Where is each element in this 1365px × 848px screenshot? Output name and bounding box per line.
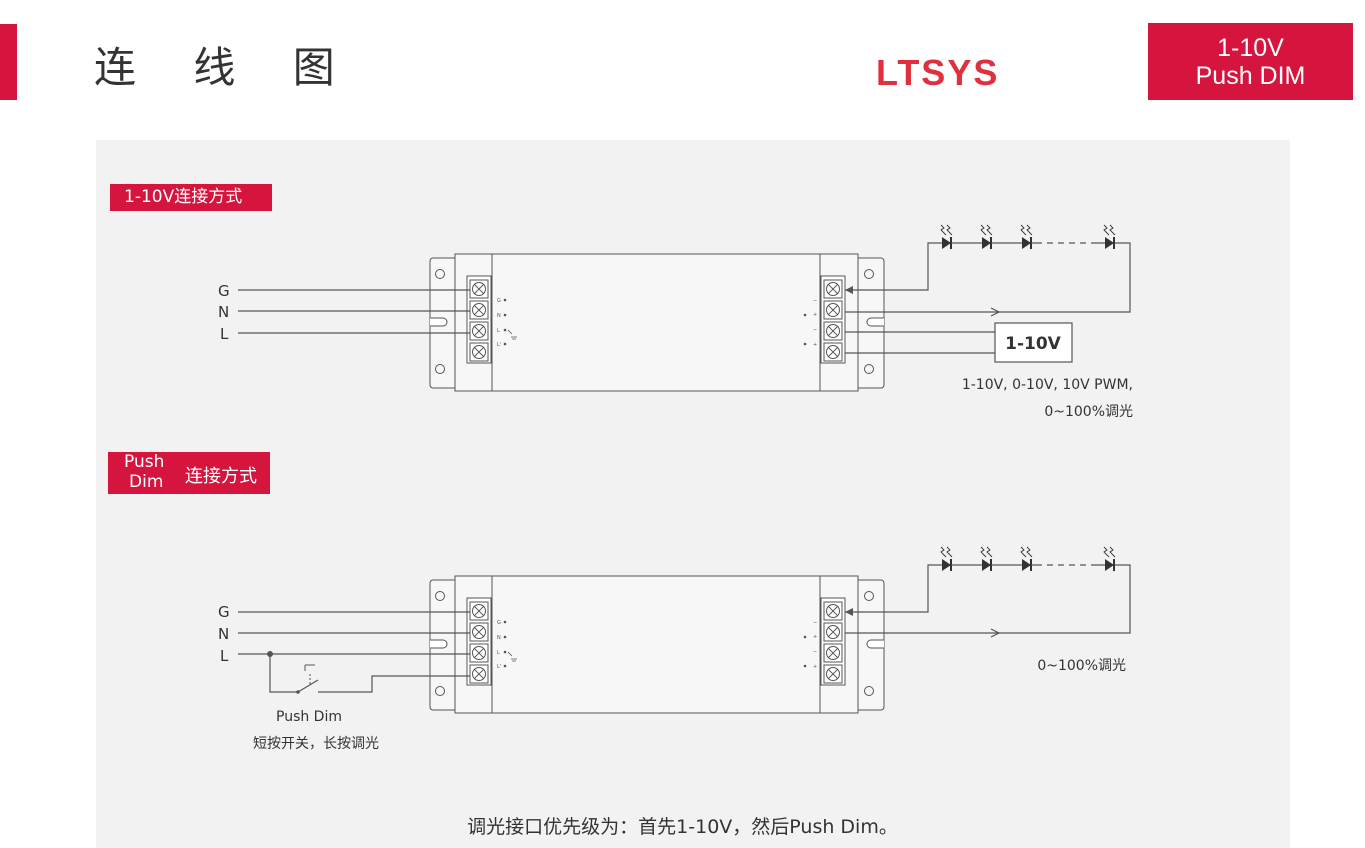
svg-text:L': L' <box>497 664 501 670</box>
output-wires-2 <box>845 563 1131 638</box>
dimming-note-1: 1-10V, 0-10V, 10V PWM, <box>962 377 1133 393</box>
label-n-1: N <box>218 303 229 321</box>
led-icon <box>1020 224 1033 250</box>
svg-text:N: N <box>497 635 501 641</box>
section-2-tag-line-3: 连接方式 <box>185 466 257 487</box>
switch-label-2: 短按开关，长按调光 <box>253 736 379 752</box>
driver-2: G N L L' − + − + <box>429 575 885 714</box>
section-2-tag: Push Dim 连接方式 <box>108 452 270 494</box>
brand-logo: LTSYS <box>876 52 1000 93</box>
svg-text:+: + <box>813 634 817 640</box>
badge-line-2: Push DIM <box>1195 61 1306 90</box>
section-2-tag-line-2: Dim <box>129 472 164 492</box>
svg-text:G: G <box>497 620 501 626</box>
svg-text:N: N <box>497 313 501 319</box>
header-badge: 1-10V Push DIM <box>1148 23 1353 100</box>
svg-text:−: − <box>813 620 817 626</box>
badge-line-1: 1-10V <box>1217 33 1284 62</box>
section-2-tag-line-1: Push <box>124 452 165 472</box>
section-1-tag: 1-10V连接方式 <box>110 184 272 211</box>
led-icon <box>1020 546 1033 572</box>
led-icon <box>980 224 993 250</box>
dimmer-box <box>994 322 1073 363</box>
svg-text:+: + <box>813 312 817 318</box>
svg-text:−: − <box>813 298 817 304</box>
svg-text:+: + <box>813 342 817 348</box>
dimmer-label: 1-10V <box>1005 334 1062 354</box>
dimming-note-3: 0~100%调光 <box>1037 658 1126 674</box>
footer-note: 调光接口优先级为：首先1-10V，然后Push Dim。 <box>467 816 898 838</box>
svg-text:−: − <box>813 649 817 655</box>
svg-text:−: − <box>813 327 817 333</box>
label-l-2: L <box>220 647 229 665</box>
led-icon <box>1103 224 1116 250</box>
svg-text:+: + <box>813 664 817 670</box>
led-icon <box>940 224 953 250</box>
svg-text:G: G <box>497 298 501 304</box>
driver-1: G N L L' − + − + <box>429 253 885 392</box>
led-icon <box>940 546 953 572</box>
label-g-2: G <box>218 603 230 621</box>
accent-bar <box>0 24 17 100</box>
led-icon <box>980 546 993 572</box>
input-wires-1 <box>238 289 470 334</box>
label-g-1: G <box>218 282 230 300</box>
svg-text:L: L <box>497 650 500 656</box>
label-l-1: L <box>220 325 229 343</box>
push-switch-icon <box>296 664 319 694</box>
svg-text:L': L' <box>497 342 501 348</box>
page-title: 连 线 图 <box>94 43 357 92</box>
input-wires-2 <box>238 611 470 693</box>
switch-label-1: Push Dim <box>276 709 342 725</box>
output-wires-1 <box>845 241 1131 354</box>
led-icon <box>1103 546 1116 572</box>
dimming-note-2: 0~100%调光 <box>1044 404 1133 420</box>
label-n-2: N <box>218 625 229 643</box>
svg-text:L: L <box>497 328 500 334</box>
